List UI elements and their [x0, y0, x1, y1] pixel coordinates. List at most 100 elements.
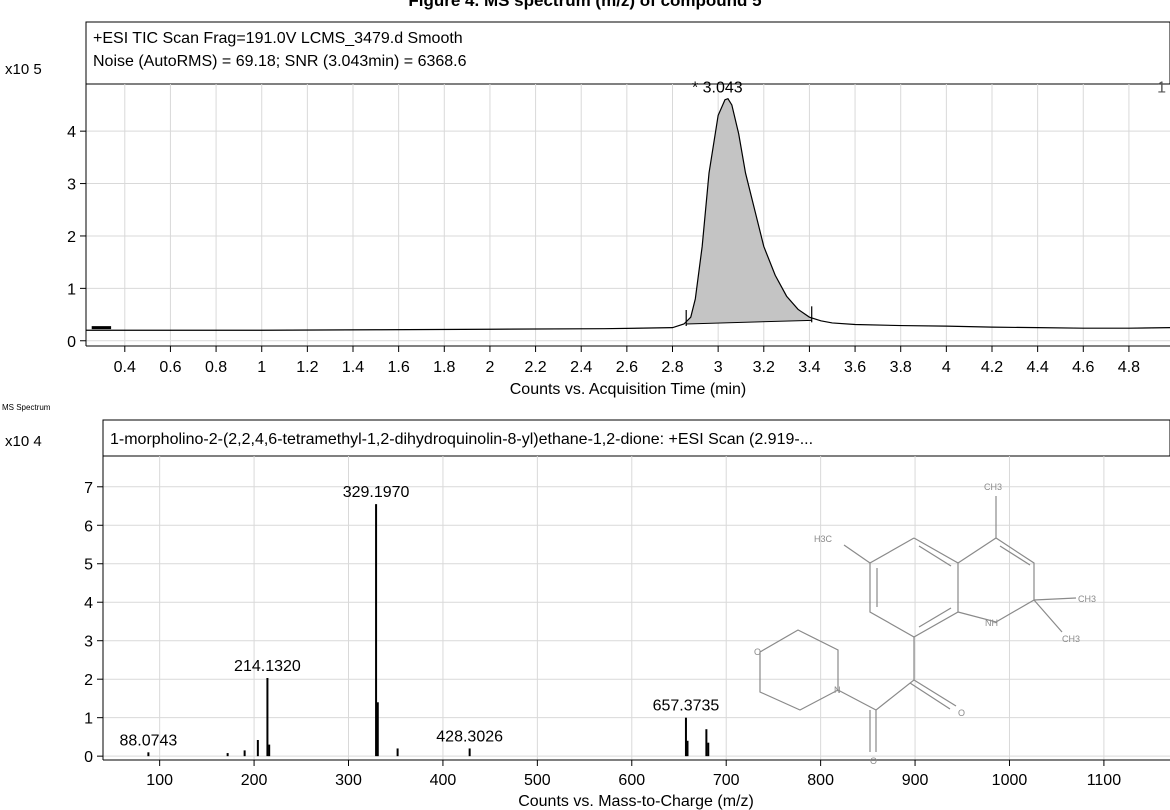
tic-x-tick-label: 2.6 — [616, 359, 638, 376]
keto-double-bond — [909, 682, 951, 710]
keto-bond — [913, 679, 957, 707]
atom-label-nh: NH — [985, 618, 998, 628]
tic-trace-group: * 3.043 1 — [86, 80, 1170, 331]
tic-x-tick-label: 2.2 — [524, 359, 546, 376]
atom-label-ch3-lower: CH3 — [1062, 634, 1080, 644]
tic-info-line-1: +ESI TIC Scan Frag=191.0V LCMS_3479.d Sm… — [93, 30, 463, 47]
ring-double-bond-2 — [918, 607, 952, 628]
ms-x-axis-label: Counts vs. Mass-to-Charge (m/z) — [518, 793, 754, 810]
tic-x-tick-label: 3.4 — [798, 359, 820, 376]
ms-spectrum-panel-label: MS Spectrum — [2, 403, 51, 412]
chemical-structure-drawing — [759, 496, 1077, 752]
tic-x-tick-label: 4.4 — [1027, 359, 1049, 376]
ms-peak-label: 428.3026 — [436, 728, 503, 745]
tic-x-tick-label: 0.8 — [205, 359, 227, 376]
ms-y-tick-label: 6 — [84, 518, 93, 535]
ms-x-tick-label: 500 — [524, 772, 551, 789]
tic-x-tick-label: 0.6 — [159, 359, 181, 376]
tic-x-tick-label: 2.8 — [661, 359, 683, 376]
tic-y-ticks: 0 1 2 3 4 — [67, 124, 86, 351]
tic-info-box — [85, 21, 1170, 85]
c6-methyl-bond — [843, 544, 871, 564]
atom-label-n-amide: N — [834, 685, 841, 695]
atom-label-o-ring: O — [754, 647, 761, 657]
structure-atom-labels: CH3 H3C CH3 CH3 NH O N O O — [754, 482, 1096, 766]
benzene-ring — [869, 537, 959, 638]
tic-x-tick-label: 1.6 — [388, 359, 410, 376]
tic-x-tick-label: 4.2 — [981, 359, 1003, 376]
ms-x-tick-label: 400 — [430, 772, 457, 789]
ms-x-tick-label: 700 — [713, 772, 740, 789]
ms-peak-label: 657.3735 — [653, 698, 720, 715]
atom-label-ch3-right: CH3 — [1078, 594, 1096, 604]
tic-x-tick-label: 3 — [714, 359, 723, 376]
ms-peak-label: 88.0743 — [119, 732, 177, 749]
tic-x-tick-label: 3.6 — [844, 359, 866, 376]
c3-c4-double-bond — [999, 545, 1031, 566]
ms-y-tick-label: 4 — [84, 595, 93, 612]
tic-x-tick-label: 1 — [257, 359, 266, 376]
tic-y-tick-label: 1 — [67, 281, 76, 298]
ms-spectrum-panel: 1-morpholino-2-(2,2,4,6-tetramethyl-1,2-… — [5, 419, 1170, 810]
tic-x-tick-label: 1.8 — [433, 359, 455, 376]
tic-chromatogram-panel: +ESI TIC Scan Frag=191.0V LCMS_3479.d Sm… — [5, 21, 1170, 398]
ms-y-tick-label: 3 — [84, 634, 93, 651]
ms-y-tick-label: 0 — [84, 749, 93, 766]
c2-methyl-bond-b — [1033, 599, 1063, 633]
tic-peak-label: * 3.043 — [692, 80, 743, 97]
tic-x-axis-label: Counts vs. Acquisition Time (min) — [510, 381, 747, 398]
tic-y-tick-label: 4 — [67, 124, 76, 141]
tic-x-tick-label: 1.4 — [342, 359, 364, 376]
ms-y-tick-label: 1 — [84, 711, 93, 728]
tic-x-tick-label: 2.4 — [570, 359, 592, 376]
tic-integrated-peak-area — [686, 98, 812, 324]
tic-gridlines — [86, 84, 1170, 346]
tic-x-tick-label: 3.8 — [890, 359, 912, 376]
ms-peak-label: 214.1320 — [234, 658, 301, 675]
ms-peak-label: 329.1970 — [343, 484, 410, 501]
ms-y-ticks: 0 1 2 3 4 5 6 7 — [84, 480, 103, 766]
ms-info-line: 1-morpholino-2-(2,2,4,6-tetramethyl-1,2-… — [110, 431, 813, 448]
atom-label-h3c: H3C — [814, 534, 833, 544]
ms-x-tick-label: 200 — [241, 772, 268, 789]
tic-x-tick-label: 1.2 — [296, 359, 318, 376]
ms-x-tick-label: 900 — [902, 772, 929, 789]
ms-x-tick-label: 300 — [335, 772, 362, 789]
ms-peaks-group: 88.0743 214.1320 329.1970 428.3026 657.3735 — [119, 484, 720, 757]
ms-gridlines — [103, 456, 1170, 760]
ring-double-bond-1 — [918, 545, 952, 567]
atom-label-o-keto: O — [958, 708, 965, 718]
tic-x-tick-label: 4.8 — [1118, 359, 1140, 376]
morpholine-ring — [759, 629, 839, 711]
atom-label-o-amide: O — [870, 756, 877, 766]
dione-chain — [875, 637, 915, 752]
tic-y-tick-label: 0 — [67, 334, 76, 351]
ms-x-tick-label: 800 — [807, 772, 834, 789]
dihydropyridine-ring — [957, 537, 1035, 623]
tic-trace-line — [86, 97, 1170, 331]
tic-y-exponent: x10 5 — [5, 61, 42, 78]
tic-peak-number: 1 — [1157, 80, 1166, 97]
c2-methyl-bond-a — [1033, 597, 1077, 601]
ms-y-tick-label: 7 — [84, 480, 93, 497]
ms-x-tick-label: 1100 — [1087, 772, 1122, 789]
tic-x-tick-label: 2 — [485, 359, 494, 376]
ms-x-tick-label: 1000 — [992, 772, 1028, 789]
atom-label-ch3-top: CH3 — [984, 482, 1002, 492]
figure-title: Figure 4. MS spectrum (m/z) of compound … — [408, 0, 762, 10]
tic-x-tick-label: 0.4 — [114, 359, 136, 376]
ms-y-tick-label: 5 — [84, 557, 93, 574]
ms-x-tick-label: 600 — [618, 772, 645, 789]
tic-integration-baseline — [686, 319, 812, 325]
ms-info-box — [102, 419, 1170, 457]
tic-info-line-2: Noise (AutoRMS) = 69.18; SNR (3.043min) … — [93, 53, 467, 70]
tic-x-tick-label: 4 — [942, 359, 951, 376]
ms-y-exponent: x10 4 — [5, 433, 42, 450]
ms-y-tick-label: 2 — [84, 672, 93, 689]
amide-n-bond — [837, 689, 877, 711]
tic-x-tick-label: 4.6 — [1072, 359, 1094, 376]
tic-y-tick-label: 3 — [67, 177, 76, 194]
tic-y-tick-label: 2 — [67, 229, 76, 246]
